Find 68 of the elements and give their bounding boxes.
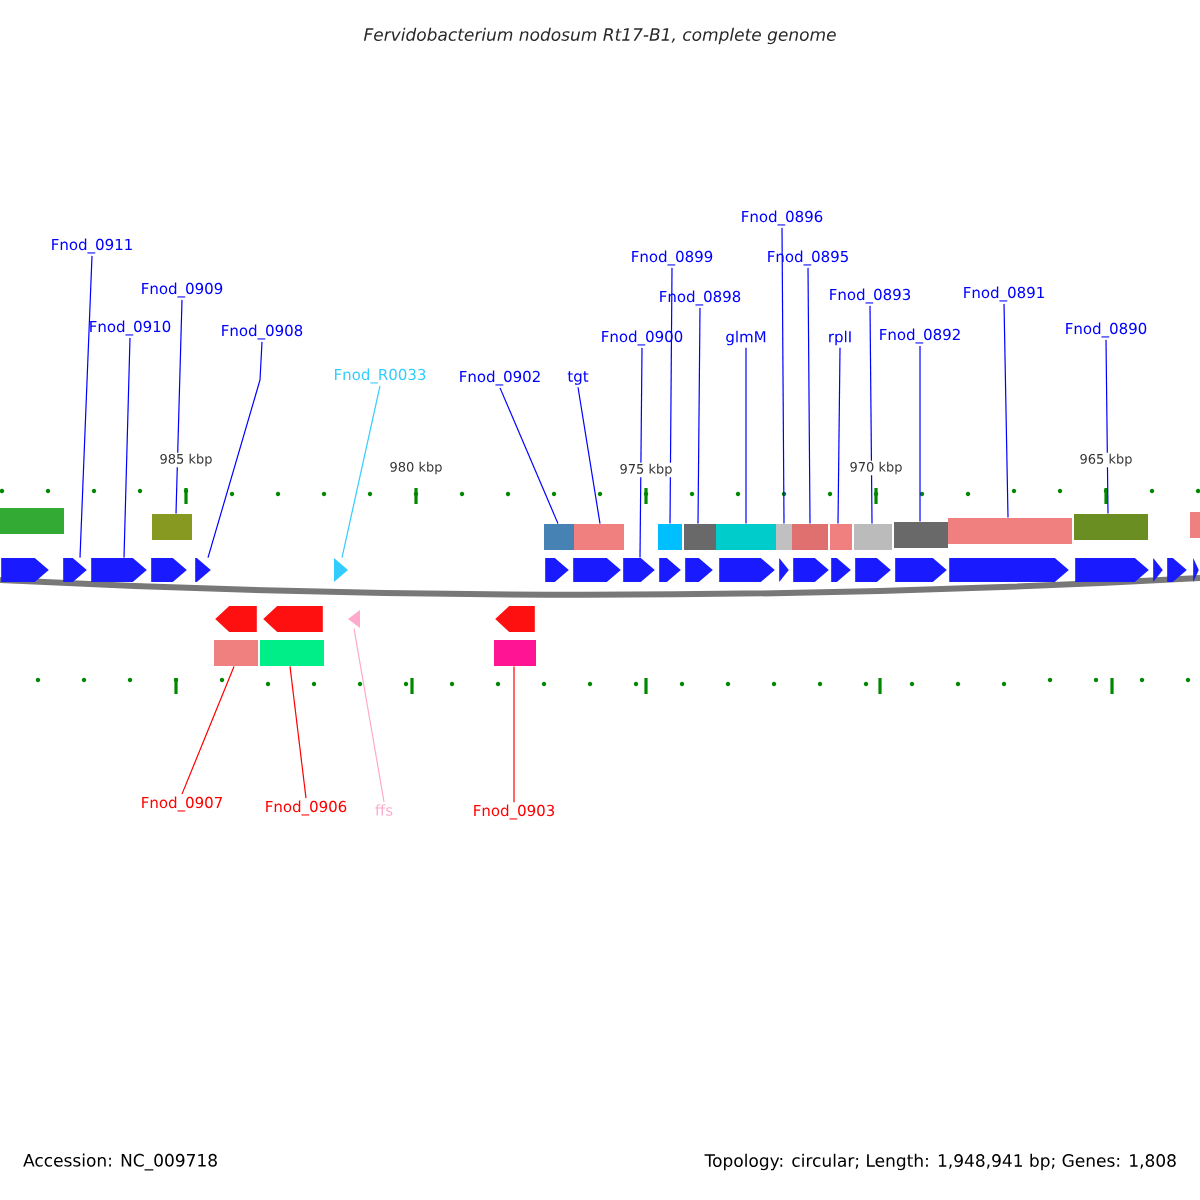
feature-box <box>854 524 892 550</box>
gene-block <box>151 558 187 582</box>
gene-block <box>719 558 775 582</box>
feature-box <box>716 524 776 550</box>
feature-box <box>792 524 828 550</box>
leader-line <box>745 347 747 525</box>
gene-block <box>195 558 211 582</box>
genome-info-text: Topology: circular; Length: 1,948,941 bp; Genes: 1,808 <box>704 1153 1176 1171</box>
feature-box <box>776 524 792 550</box>
feature-box <box>684 524 716 550</box>
gene-block <box>91 558 147 582</box>
gene-block <box>1153 558 1163 582</box>
leader-line <box>669 267 673 525</box>
leader-line <box>869 305 873 525</box>
gene-block <box>855 558 891 582</box>
gene-block <box>1075 558 1149 582</box>
leader-line <box>513 665 515 803</box>
leader-line <box>79 255 93 559</box>
leader-line <box>807 267 811 525</box>
gene-block <box>895 558 947 582</box>
gene-triangle <box>348 610 360 628</box>
leader-line <box>123 337 131 559</box>
feature-box <box>830 524 852 550</box>
gene-block <box>573 558 621 582</box>
gene-block <box>1 558 49 582</box>
gene-block <box>685 558 713 582</box>
gene-block <box>63 558 87 582</box>
leader-line <box>1105 339 1109 515</box>
leader-line <box>577 386 601 525</box>
gene-block <box>1193 558 1199 582</box>
leader-line <box>181 665 235 795</box>
gene-triangle <box>334 558 348 582</box>
feature-box <box>1074 514 1148 540</box>
gene-block <box>623 558 655 582</box>
leader-line <box>1003 303 1009 519</box>
feature-box <box>1190 512 1200 538</box>
feature-box <box>152 514 192 540</box>
gene-block <box>1167 558 1187 582</box>
gene-block <box>793 558 829 582</box>
leader-line <box>207 341 263 559</box>
leader-line <box>353 627 385 803</box>
leader-line <box>639 347 643 559</box>
gene-block <box>545 558 569 582</box>
feature-box <box>544 524 574 550</box>
feature-box <box>0 508 64 534</box>
feature-box <box>948 518 1072 544</box>
leader-line <box>697 307 701 525</box>
gene-block <box>495 606 535 632</box>
feature-box <box>260 640 324 666</box>
leader-line <box>919 345 921 523</box>
leader-line <box>499 387 559 525</box>
accession-text: Accession: NC_009718 <box>23 1153 217 1171</box>
title: Fervidobacterium nodosum Rt17-B1, complete genome <box>363 27 836 45</box>
feature-box <box>214 640 258 666</box>
gene-block <box>779 558 789 582</box>
gene-block <box>831 558 851 582</box>
feature-box <box>494 640 536 666</box>
leader-line <box>781 227 785 525</box>
gene-block <box>215 606 257 632</box>
gene-block <box>263 606 323 632</box>
leader-line <box>341 385 381 559</box>
feature-box <box>894 522 948 548</box>
leader-line <box>289 665 307 799</box>
leader-line <box>837 347 841 525</box>
feature-box <box>658 524 682 550</box>
gene-block <box>659 558 681 582</box>
leader-line <box>175 299 183 515</box>
feature-box <box>574 524 624 550</box>
